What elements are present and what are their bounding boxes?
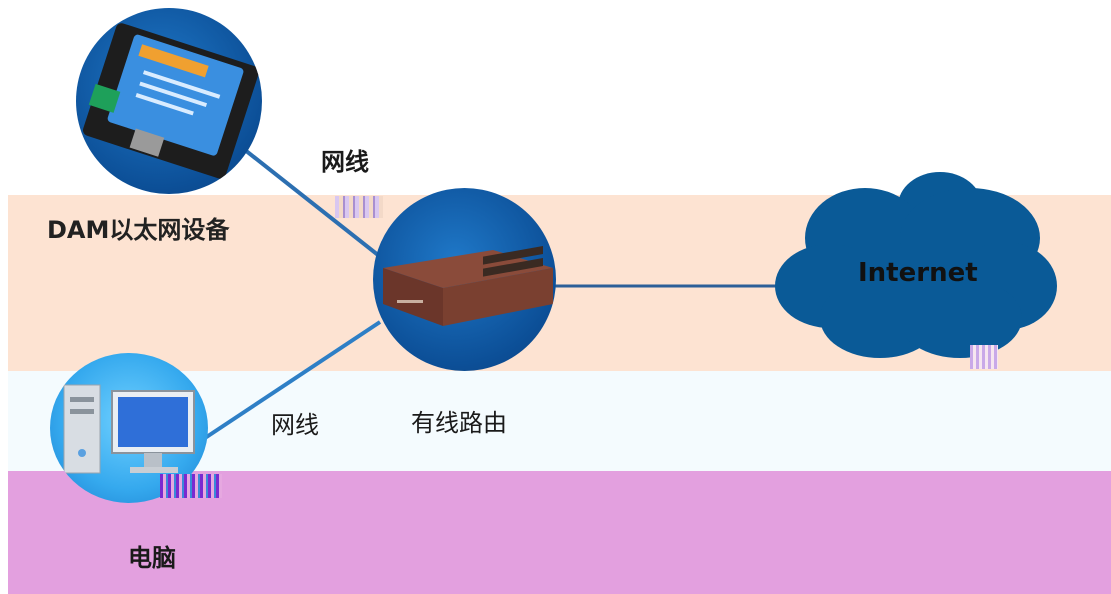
router-node bbox=[373, 188, 556, 371]
router-switch-icon bbox=[383, 246, 553, 326]
internet-cloud-icon bbox=[775, 172, 1057, 358]
artifact-glitch bbox=[160, 474, 222, 498]
router-label: 有线路由 bbox=[411, 409, 507, 437]
dam-device-icon bbox=[82, 23, 260, 179]
computer-label: 电脑 bbox=[128, 544, 176, 572]
artifact-glitch bbox=[970, 345, 998, 369]
artifact-glitch bbox=[335, 196, 383, 218]
dam-device-label: DAM以太网设备 bbox=[47, 216, 230, 244]
internet-label: Internet bbox=[858, 258, 978, 288]
link-label-pc-router: 网线 bbox=[271, 411, 319, 439]
dam-device-node bbox=[76, 8, 262, 194]
link-dam-router bbox=[243, 148, 380, 257]
link-pc-router bbox=[203, 320, 382, 440]
computer-icon bbox=[63, 384, 195, 474]
link-label-dam-router: 网线 bbox=[321, 148, 369, 176]
